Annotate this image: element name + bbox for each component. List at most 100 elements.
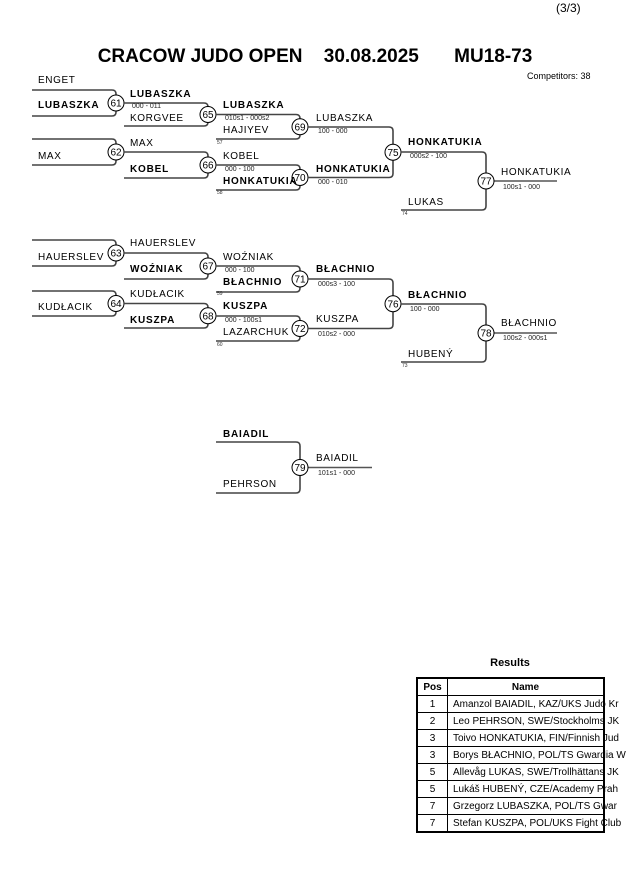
match-score: 100s1 - 000	[503, 184, 540, 191]
match-number-circle	[477, 324, 495, 342]
match-number: 75	[387, 148, 399, 159]
match-score: 000 - 100s1	[225, 317, 262, 324]
competitor-name: KOBEL	[223, 151, 260, 162]
competitor-name: LAZARCHUK	[223, 327, 289, 338]
result-name-cell: Grzegorz LUBASZKA, POL/TS Gwar	[447, 797, 617, 815]
seed-number: 57	[217, 140, 223, 146]
competitor-name: BŁACHNIO	[501, 318, 557, 329]
match-score: 010s1 - 000s2	[225, 115, 270, 122]
competitor-name: MAX	[130, 138, 154, 149]
results-title: Results	[490, 657, 530, 669]
results-table: Pos Name 1 Amanzol BAIADIL, KAZ/UKS Judo …	[416, 677, 626, 833]
result-name-cell: Stefan KUSZPA, POL/UKS Fight Club	[447, 814, 621, 833]
result-name: Allevåg LUKAS, SWE/Trollhättans JK	[453, 766, 619, 778]
seed-number: 73	[402, 363, 408, 369]
seed-number: 60	[217, 342, 223, 348]
match-number: 69	[294, 122, 306, 133]
result-name-cell: Toivo HONKATUKIA, FIN/Finnish Jud	[447, 729, 619, 747]
result-name-cell: Amanzol BAIADIL, KAZ/UKS Judo Kr	[447, 695, 619, 713]
winner-name: BŁACHNIO	[408, 290, 468, 301]
match-number: 77	[480, 177, 492, 188]
match-number: 70	[294, 173, 306, 184]
result-name-cell: Lukáš HUBENÝ, CZE/Academy Prah	[447, 780, 618, 798]
competitor-name: BAIADIL	[316, 453, 359, 464]
results-row: 2 Leo PEHRSON, SWE/Stockholms JK	[416, 712, 619, 730]
competitor-name: LUKAS	[408, 197, 444, 208]
result-position: 2	[416, 712, 448, 730]
match-score: 000s2 - 100	[410, 153, 447, 160]
result-position: 7	[416, 814, 448, 833]
match-number: 67	[202, 262, 214, 273]
winner-name: HONKATUKIA	[316, 164, 391, 175]
match-score: 100s2 - 000s1	[503, 335, 548, 342]
result-name: Amanzol BAIADIL, KAZ/UKS Judo Kr	[453, 698, 619, 710]
match-number-circle	[291, 459, 309, 476]
match-score: 100 - 000	[410, 306, 440, 313]
match-number: 63	[110, 249, 122, 260]
match-number: 62	[110, 148, 122, 159]
match-score: 000 - 100	[225, 267, 255, 274]
winner-name: WOŹNIAK	[130, 264, 184, 275]
result-position: 3	[416, 729, 448, 747]
competitor-name: ENGET	[38, 75, 76, 86]
competitor-name: HAJIYEV	[223, 125, 269, 136]
page-number: (3/3)	[556, 1, 581, 15]
competitor-name: LUBASZKA	[316, 113, 374, 124]
winner-name: KOBEL	[130, 164, 169, 175]
match-number: 65	[202, 110, 214, 121]
pos-header: Pos	[416, 677, 448, 696]
result-name: Toivo HONKATUKIA, FIN/Finnish Jud	[453, 732, 619, 744]
winner-name: BŁACHNIO	[316, 264, 376, 275]
winner-name: LUBASZKA	[223, 100, 285, 111]
result-name: Leo PEHRSON, SWE/Stockholms JK	[453, 715, 620, 727]
competitor-name: HAUERSLEV	[130, 238, 196, 249]
seed-number: 59	[217, 291, 223, 297]
winner-name: BŁACHNIO	[223, 277, 283, 288]
winner-name: HONKATUKIA	[223, 176, 298, 187]
match-number: 64	[110, 299, 122, 310]
result-position: 1	[416, 695, 448, 713]
competitors-count: Competitors: 38	[527, 71, 591, 81]
match-score: 000 - 100	[225, 166, 255, 173]
winner-name: LUBASZKA	[38, 100, 100, 111]
result-position: 5	[416, 780, 448, 798]
match-number: 61	[110, 99, 122, 110]
name-header: Name	[447, 677, 605, 696]
result-name: Lukáš HUBENÝ, CZE/Academy Prah	[453, 783, 619, 795]
match-number: 76	[387, 299, 399, 310]
match-number: 78	[480, 329, 492, 340]
match-score: 101s1 - 000	[318, 470, 355, 477]
competitor-name: KORGVEE	[130, 113, 184, 124]
weight-category: MU18-73	[454, 46, 533, 67]
competitor-name: HONKATUKIA	[501, 167, 572, 178]
competitor-name: WOŹNIAK	[223, 252, 274, 263]
winner-name: KUSZPA	[223, 301, 269, 312]
result-name: Grzegorz LUBASZKA, POL/TS Gwar	[453, 800, 617, 812]
competitor-name: HAUERSLEV	[38, 252, 104, 263]
winner-name: KUSZPA	[130, 315, 176, 326]
results-row: 5 Lukáš HUBENÝ, CZE/Academy Prah	[416, 780, 618, 798]
match-number: 66	[202, 161, 214, 172]
seed-number: 74	[402, 211, 408, 217]
competitor-name: KUDŁACIK	[130, 289, 185, 300]
winner-name: HONKATUKIA	[408, 137, 483, 148]
match-score: 000 - 010	[318, 179, 348, 186]
winner-name: BAIADIL	[223, 429, 270, 440]
competitor-name: MAX	[38, 151, 62, 162]
match-number: 72	[294, 324, 306, 335]
result-position: 5	[416, 763, 448, 781]
result-name: Borys BŁACHNIO, POL/TS Gwardia W	[453, 749, 626, 761]
competitor-name: KUSZPA	[316, 314, 359, 325]
seed-number: 58	[217, 190, 223, 196]
results-row: 3 Toivo HONKATUKIA, FIN/Finnish Jud	[416, 729, 619, 747]
result-name-cell: Leo PEHRSON, SWE/Stockholms JK	[447, 712, 619, 730]
match-score: 010s2 - 000	[318, 331, 355, 338]
event-name: CRACOW JUDO OPEN	[97, 46, 303, 67]
results-row: 5 Allevåg LUKAS, SWE/Trollhättans JK	[416, 763, 619, 781]
match-score: 000 - 011	[132, 103, 162, 110]
match-number: 79	[294, 463, 306, 474]
match-score: 000s3 - 100	[318, 281, 355, 288]
match-score: 100 - 000	[318, 128, 348, 135]
